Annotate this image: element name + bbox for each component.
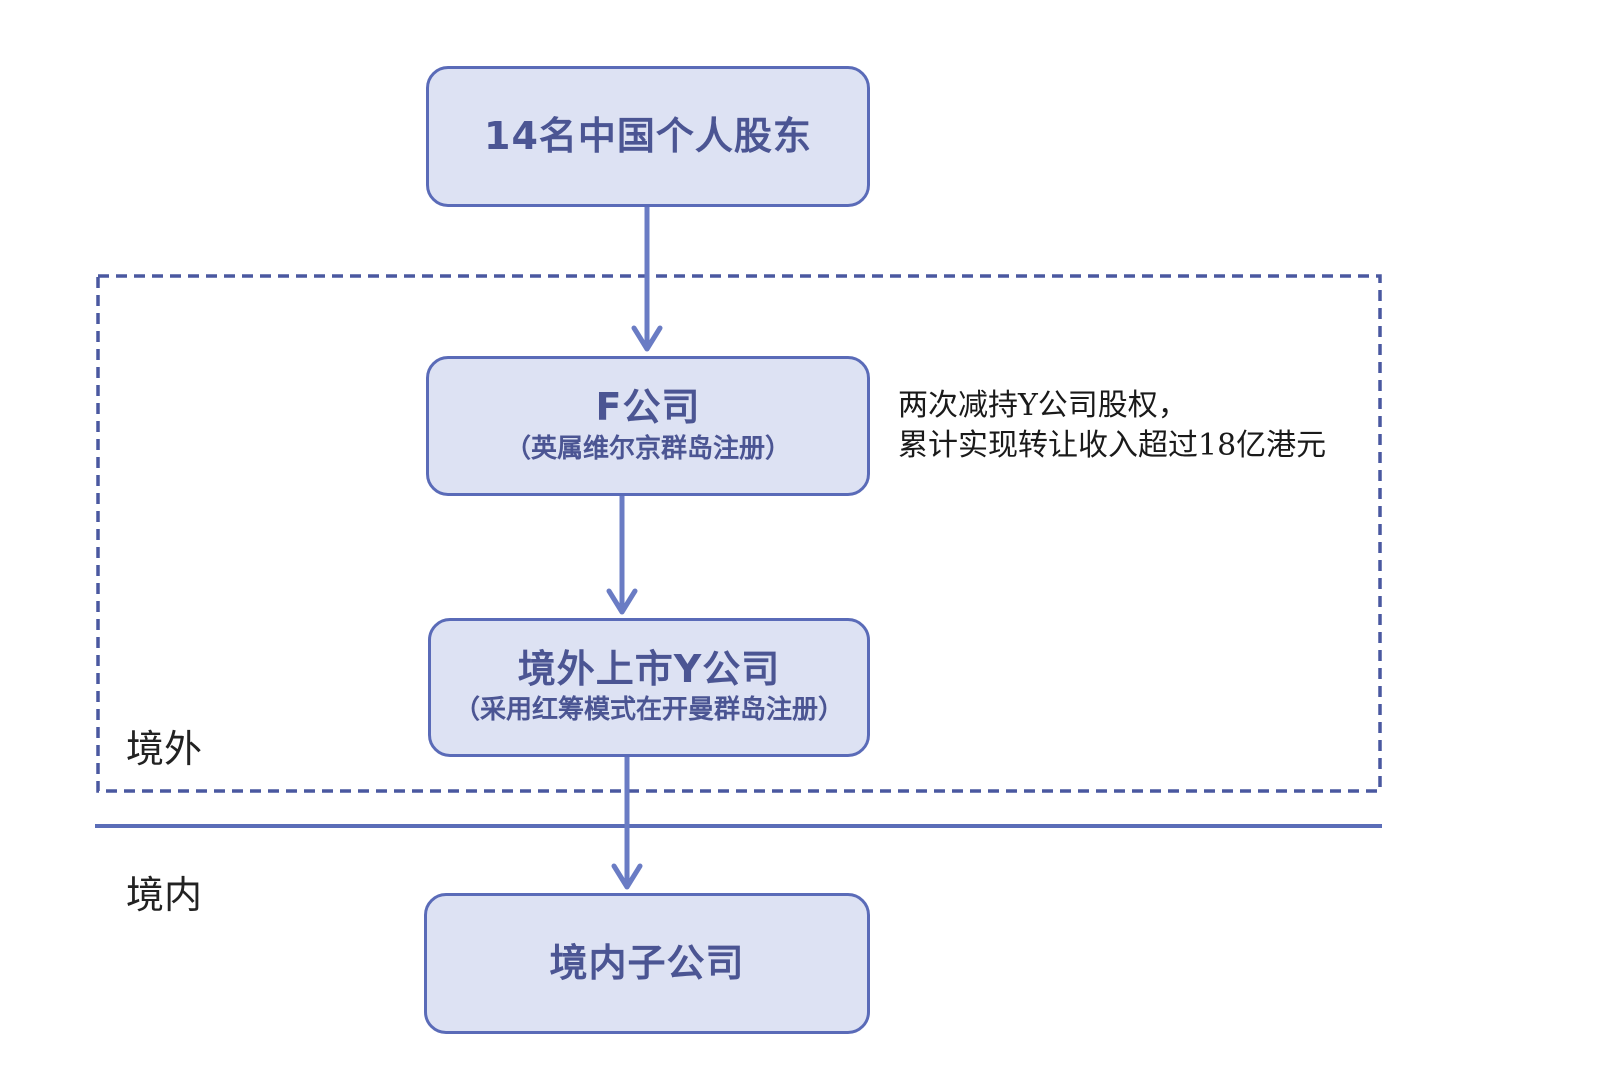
node-domestic-subsidiary-title: 境内子公司 [549, 940, 745, 985]
node-domestic-subsidiary: 境内子公司 [424, 893, 870, 1034]
node-y-company-subtitle: （采用红筹模式在开曼群岛注册） [453, 695, 844, 726]
arrow-f-company-to-y-company [606, 496, 638, 615]
node-f-company-subtitle: （英属维尔京群岛注册） [504, 433, 791, 464]
divestment-note-line-2: 累计实现转让收入超过18亿港元 [898, 428, 1327, 463]
node-f-company: F公司 （英属维尔京群岛注册） [426, 356, 870, 496]
offshore-boundary-box [96, 274, 1382, 793]
region-label-onshore: 境内 [126, 873, 203, 917]
region-label-offshore: 境外 [126, 727, 203, 771]
divestment-note-line-1: 两次减持Y公司股权， [898, 388, 1188, 423]
node-shareholders: 14名中国个人股东 [426, 66, 870, 207]
node-shareholders-title: 14名中国个人股东 [484, 113, 812, 158]
node-f-company-title: F公司 [595, 385, 701, 430]
node-y-company-title: 境外上市Y公司 [517, 646, 781, 691]
node-y-company: 境外上市Y公司 （采用红筹模式在开曼群岛注册） [428, 618, 870, 757]
arrow-shareholders-to-f-company [631, 207, 663, 352]
arrow-y-company-to-domestic-sub [611, 757, 643, 890]
divestment-note: 两次减持Y公司股权， 累计实现转让收入超过18亿港元 [898, 386, 1326, 466]
